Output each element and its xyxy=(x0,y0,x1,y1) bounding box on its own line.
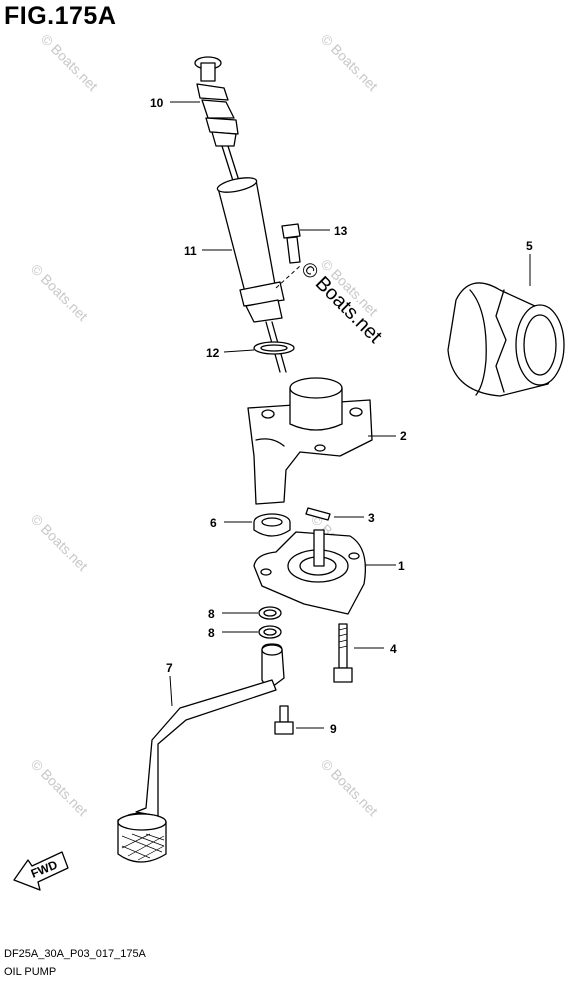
callouts: 1 2 3 4 5 6 7 8 8 9 10 11 13 12 xyxy=(150,96,533,736)
part-9-short-bolt xyxy=(274,705,294,735)
watermark-text: © Boats.net xyxy=(28,511,91,574)
figure-title: FIG.175A xyxy=(4,2,117,30)
part-11-dipstick-tube xyxy=(216,177,301,373)
callout-2: 2 xyxy=(400,429,407,443)
drawing-caption: OIL PUMP xyxy=(4,966,57,978)
watermark-text: © Boats.net xyxy=(28,261,91,324)
part-13-bolt xyxy=(281,223,301,264)
callout-3: 3 xyxy=(368,511,375,525)
fwd-arrow: FWD xyxy=(13,851,69,891)
part-5-oil-filter xyxy=(447,282,565,397)
watermark-text: © Boats.net xyxy=(28,756,91,819)
part-8-o-rings xyxy=(258,606,282,639)
callout-8-lower: 8 xyxy=(208,626,215,640)
part-2-pump-cover xyxy=(247,377,373,505)
callout-9: 9 xyxy=(330,722,337,736)
watermark-text: © Boats.net xyxy=(318,31,381,94)
callout-8-upper: 8 xyxy=(208,607,215,621)
part-10-dipstick-handle xyxy=(194,56,241,185)
callout-12: 12 xyxy=(206,346,220,360)
callout-1: 1 xyxy=(398,559,405,573)
watermark-text: © Boats.net xyxy=(318,756,381,819)
drawing-code: DF25A_30A_P03_017_175A xyxy=(4,948,146,960)
callout-10: 10 xyxy=(150,96,164,110)
leader-lines xyxy=(169,101,531,729)
callout-6: 6 xyxy=(210,516,217,530)
watermark-text: © Boats.net xyxy=(38,31,101,94)
part-4-long-bolt xyxy=(333,623,353,683)
callout-7: 7 xyxy=(166,661,173,675)
part-6-seal-ring xyxy=(253,513,291,537)
callout-13: 13 xyxy=(334,224,348,238)
callout-11: 11 xyxy=(184,244,197,258)
callout-5: 5 xyxy=(526,239,533,253)
part-7-oil-strainer xyxy=(117,643,285,863)
part-1-pump-body xyxy=(253,529,367,615)
part-3-pin xyxy=(305,507,331,521)
part-12-o-ring xyxy=(253,341,295,355)
callout-4: 4 xyxy=(390,642,397,656)
